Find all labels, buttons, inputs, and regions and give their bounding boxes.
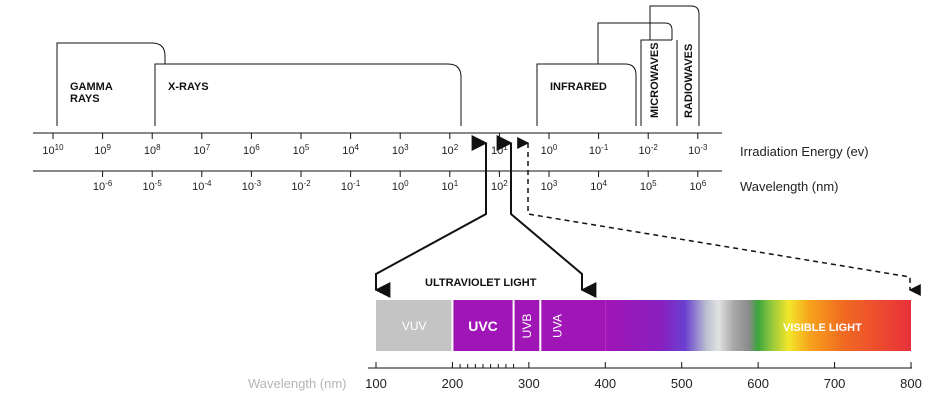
visible-light-label: VISIBLE LIGHT bbox=[783, 322, 862, 334]
nm-scale-title: Wavelength (nm) bbox=[248, 376, 347, 391]
uv-segment-vuv bbox=[376, 300, 453, 351]
energy-tick-label: 100 bbox=[541, 143, 558, 157]
wavelength-tick-label: 103 bbox=[541, 179, 558, 193]
energy-tick-label: 109 bbox=[94, 143, 111, 157]
band-outlines bbox=[56, 5, 700, 126]
uv-title: ULTRAVIOLET LIGHT bbox=[425, 277, 537, 289]
energy-tick-label: 108 bbox=[144, 143, 161, 157]
uv-segment-uvc bbox=[452, 300, 514, 351]
microwaves-band-box bbox=[597, 22, 673, 64]
energy-tick-label: 104 bbox=[342, 143, 359, 157]
energy-tick-label: 10-3 bbox=[688, 143, 708, 157]
wavelength-tick-label: 106 bbox=[689, 179, 706, 193]
uv-segment-label: UVA bbox=[550, 314, 564, 338]
spectrum-bar: VUV UVC UVB UVA VISIBLE LIGHT bbox=[376, 300, 911, 351]
energy-tick-label: 101 bbox=[491, 143, 508, 157]
wavelength-tick-label: 10-1 bbox=[341, 179, 361, 193]
uv-segment-label: UVC bbox=[468, 318, 498, 334]
radiowaves-label: RADIOWAVES bbox=[683, 44, 695, 118]
connector-dashed bbox=[517, 137, 921, 296]
uv-segment-group: VUV UVC UVB UVA bbox=[376, 300, 606, 351]
wavelength-tick-label: 101 bbox=[441, 179, 458, 193]
microwaves-band-inner bbox=[640, 39, 672, 126]
infrared-band-box bbox=[536, 63, 637, 126]
energy-tick-label: 102 bbox=[441, 143, 458, 157]
wavelength-tick-label: 104 bbox=[590, 179, 607, 193]
nm-tick-label: 100 bbox=[365, 376, 387, 391]
nm-scale: Wavelength (nm) 100 200 300 400 500 600 700 800 bbox=[248, 362, 922, 391]
uv-connectors bbox=[374, 135, 597, 298]
nm-tick-label: 400 bbox=[594, 376, 616, 391]
uv-segment-label: VUV bbox=[402, 319, 427, 333]
wavelength-tick-label: 10-2 bbox=[291, 179, 311, 193]
uv-segment-uva bbox=[540, 300, 606, 351]
energy-tick-label: 105 bbox=[293, 143, 310, 157]
xray-band-box bbox=[154, 63, 462, 126]
nm-tick-label: 600 bbox=[747, 376, 769, 391]
wavelength-tick-label: 102 bbox=[491, 179, 508, 193]
xray-label: X-RAYS bbox=[168, 81, 209, 93]
energy-axis-title: Irradiation Energy (ev) bbox=[740, 144, 869, 159]
gamma-band-box bbox=[56, 42, 166, 126]
nm-tick-label: 300 bbox=[518, 376, 540, 391]
gamma-label: GAMMA RAYS bbox=[70, 81, 115, 105]
nm-tick-group: 100 200 300 400 500 600 700 800 bbox=[365, 362, 922, 391]
wavelength-tick-label: 10-4 bbox=[192, 179, 212, 193]
energy-tick-label: 1010 bbox=[42, 143, 64, 157]
energy-tick-group: 1010 109 108 107 106 105 104 103 102 101 100 10-1 10… bbox=[42, 133, 708, 157]
energy-tick-label: 10-2 bbox=[639, 143, 659, 157]
uv-segment-label: UVB bbox=[520, 314, 534, 339]
wavelength-tick-label: 100 bbox=[392, 179, 409, 193]
wavelength-tick-label: 105 bbox=[640, 179, 657, 193]
nm-tick-label: 500 bbox=[671, 376, 693, 391]
nm-tick-label: 700 bbox=[824, 376, 846, 391]
wavelength-axis-title: Wavelength (nm) bbox=[740, 179, 839, 194]
microwaves-label: MICROWAVES bbox=[649, 42, 661, 118]
energy-tick-label: 10-1 bbox=[589, 143, 609, 157]
nm-tick-label: 800 bbox=[900, 376, 922, 391]
energy-tick-label: 106 bbox=[243, 143, 260, 157]
nm-tick-label: 200 bbox=[442, 376, 464, 391]
radiowaves-band-box bbox=[649, 5, 700, 126]
visible-connector bbox=[517, 137, 921, 296]
wavelength-tick-label: 10-3 bbox=[242, 179, 262, 193]
connector-left bbox=[374, 135, 488, 298]
energy-axis: 1010 109 108 107 106 105 104 103 102 101 100 10-1 10… bbox=[33, 132, 869, 159]
wavelength-tick-label: 10-6 bbox=[93, 179, 113, 193]
visible-gradient bbox=[605, 300, 911, 351]
wavelength-axis: 10-6 10-5 10-4 10-3 10-2 10-1 100 101 102 103 104 1… bbox=[33, 170, 839, 194]
wavelength-tick-label: 10-5 bbox=[143, 179, 163, 193]
connector-right bbox=[496, 135, 597, 298]
energy-tick-label: 103 bbox=[392, 143, 409, 157]
energy-tick-label: 107 bbox=[193, 143, 210, 157]
infrared-label: INFRARED bbox=[550, 81, 607, 93]
wavelength-tick-group: 10-6 10-5 10-4 10-3 10-2 10-1 100 101 102 103 104 1… bbox=[93, 171, 707, 193]
uv-segment-uvb bbox=[513, 300, 541, 351]
